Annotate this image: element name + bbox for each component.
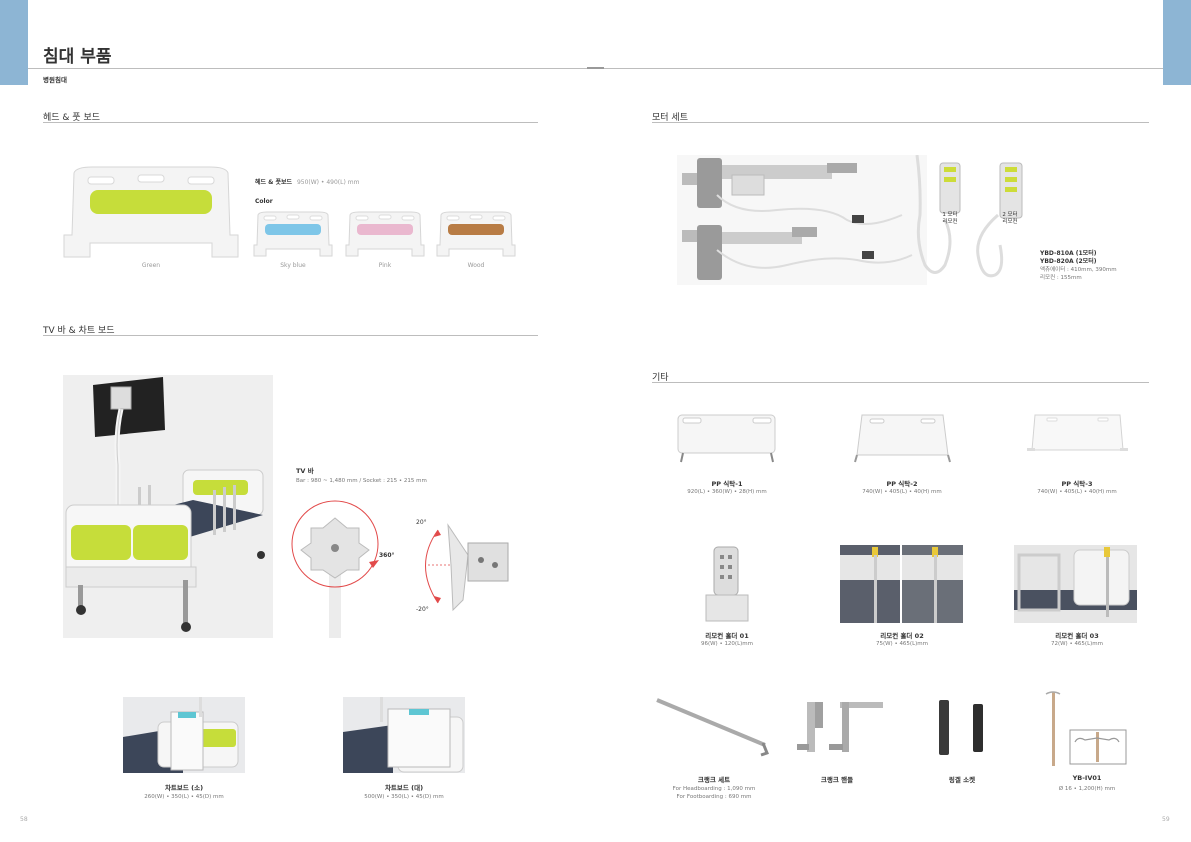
rotation-360-label: 360°: [379, 552, 395, 559]
chart-board-large-spec: 500(W) • 350(L) • 45(D) mm: [364, 794, 444, 800]
corner-tab-right: [1163, 0, 1191, 85]
etc-item-4-name: 리모컨 홀더 01: [705, 632, 749, 640]
remote-2-motor-image: [970, 155, 1030, 285]
swatch-label-sky-blue: Sky blue: [280, 262, 306, 269]
remote-holder-01-image: [700, 545, 755, 623]
etc-item-1-name: PP 식탁-1: [711, 480, 743, 488]
remote-1-caption: 1 모터 리모컨: [935, 212, 965, 226]
bed-with-tv-bar-image: [63, 375, 273, 638]
pp-table-2-image: [850, 410, 955, 465]
swatch-label-wood: Wood: [467, 262, 485, 269]
head-foot-spec-label: 헤드 & 풋보드: [255, 179, 293, 186]
color-label: Color: [255, 198, 273, 205]
remote-2-caption-line1: 2 모터: [1002, 212, 1018, 218]
tilt-down-label: -20°: [416, 606, 429, 613]
pp-table-1-image: [675, 410, 780, 465]
etc-item-6-name: 리모컨 홀더 03: [1055, 632, 1099, 640]
section-rule-motor: [652, 122, 1149, 123]
ringer-socket-image: [935, 700, 990, 755]
page-subtitle: 병원침대: [43, 76, 67, 84]
motor-model-2: YBD-820A (2모터): [1040, 258, 1097, 265]
remote-1-caption-line1: 1 모터: [942, 212, 958, 218]
corner-tab-left: [0, 0, 28, 85]
center-mark: [587, 67, 604, 69]
headboard-pink-image: [345, 211, 425, 257]
section-rule-tv: [43, 335, 538, 336]
etc-item-9-name: 링겔 소켓: [948, 776, 976, 784]
headboard-sky-blue-image: [253, 211, 333, 257]
etc-item-10-spec: Ø 16 • 1,200(H) mm: [1058, 786, 1116, 792]
etc-item-7-spec-2: For Footboarding : 690 mm: [676, 794, 752, 800]
remote-holder-03-image: [1014, 545, 1137, 623]
etc-item-5-name: 리모컨 홀더 02: [880, 632, 924, 640]
section-title-etc: 기타: [652, 373, 669, 383]
chart-board-small-spec: 260(W) • 350(L) • 45(D) mm: [144, 794, 224, 800]
etc-item-6-spec: 72(W) • 465(L)mm: [1050, 641, 1104, 647]
motor-spec-remote: 리모컨 : 155mm: [1040, 275, 1082, 281]
tilt-diagram: [413, 515, 518, 617]
rotation-diagram: [289, 498, 384, 638]
remote-1-caption-line2: 리모컨: [942, 219, 958, 225]
remote-1-motor-image: [915, 155, 965, 285]
motor-model-1: YBD-810A (1모터): [1040, 250, 1097, 257]
etc-item-1-spec: 920(L) • 360(W) • 28(H) mm: [687, 489, 767, 495]
remote-2-caption: 2 모터 리모컨: [995, 212, 1025, 226]
headboard-wood-image: [436, 211, 516, 257]
etc-item-3-spec: 740(W) • 405(L) • 40(H) mm: [1037, 489, 1117, 495]
chart-board-small-name: 차트보드 (소): [164, 784, 204, 792]
swatch-label-green: Green: [141, 262, 161, 269]
page-title: 침대 부품: [43, 47, 112, 67]
tv-bar-label: TV 바: [296, 467, 314, 475]
section-rule-etc: [652, 382, 1149, 383]
etc-item-3-name: PP 식탁-3: [1061, 480, 1093, 488]
tilt-up-label: 20°: [416, 519, 427, 526]
etc-item-8-name: 크랭크 핸들: [820, 776, 854, 784]
motor-spec-block: YBD-810A (1모터) YBD-820A (2모터) 액츄에이터 : 41…: [1040, 250, 1117, 282]
pp-table-3-image: [1025, 410, 1130, 465]
chart-board-large-name: 차트보드 (대): [384, 784, 424, 792]
section-title-motor: 모터 세트: [652, 113, 688, 123]
chart-board-small-image: [123, 697, 245, 773]
headboard-green-image: [62, 165, 240, 260]
page-number-left: 58: [20, 816, 28, 823]
swatch-label-pink: Pink: [378, 262, 392, 269]
etc-item-10-name: YB-IV01: [1072, 774, 1102, 782]
tv-bar-spec: Bar : 980 ~ 1,480 mm / Socket : 215 • 21…: [296, 478, 427, 484]
etc-item-2-spec: 740(W) • 405(L) • 40(H) mm: [862, 489, 942, 495]
section-title-head-foot: 헤드 & 풋 보드: [43, 113, 101, 123]
section-rule-head-foot: [43, 122, 538, 123]
crank-handle-image: [795, 700, 885, 755]
etc-item-7-name: 크랭크 세트: [697, 776, 731, 784]
etc-item-2-name: PP 식탁-2: [886, 480, 918, 488]
crank-set-image: [655, 695, 773, 757]
remote-holder-02-image: [840, 545, 963, 623]
motor-spec-actuator: 액츄에이터 : 410mm, 390mm: [1040, 267, 1117, 273]
etc-item-4-spec: 96(W) • 120(L)mm: [700, 641, 754, 647]
section-title-tv: TV 바 & 차트 보드: [43, 326, 115, 336]
motor-actuator-image: [677, 155, 927, 285]
remote-2-caption-line2: 리모컨: [1002, 219, 1018, 225]
head-foot-spec-value: 950(W) • 490(L) mm: [296, 179, 360, 186]
etc-item-7-spec: For Headboarding : 1,090 mm: [672, 786, 756, 792]
page-number-right: 59: [1162, 816, 1170, 823]
etc-item-5-spec: 75(W) • 465(L)mm: [875, 641, 929, 647]
chart-board-large-image: [343, 697, 465, 773]
head-foot-spec: 헤드 & 풋보드 950(W) • 490(L) mm: [255, 177, 359, 186]
iv-pole-image: [1040, 690, 1130, 768]
